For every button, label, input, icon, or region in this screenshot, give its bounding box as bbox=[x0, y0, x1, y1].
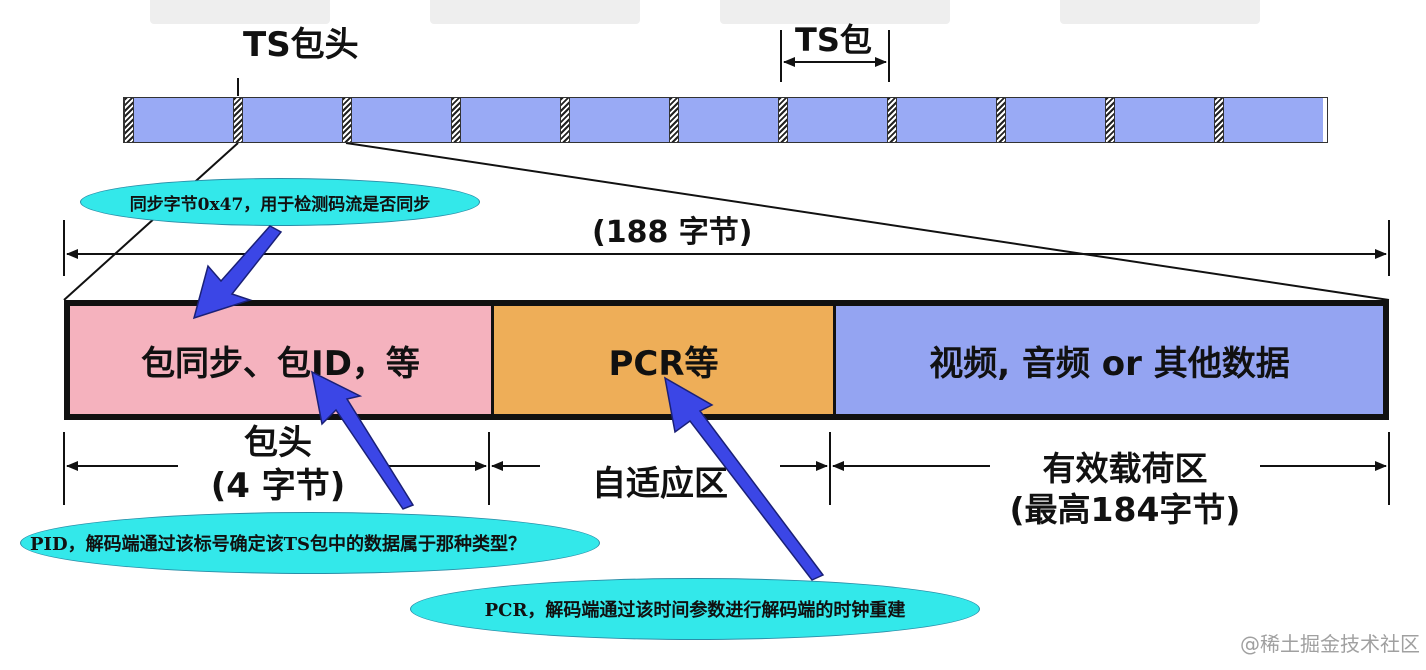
ts-header-label: TS包头 bbox=[243, 25, 359, 65]
sync-byte-block bbox=[996, 98, 1006, 142]
sync-byte-block bbox=[669, 98, 679, 142]
sync-byte-block bbox=[887, 98, 897, 142]
sync-byte-callout-text: 同步字节0x47，用于检测码流是否同步 bbox=[129, 194, 431, 215]
payload-size: (最高184字节) bbox=[990, 489, 1260, 531]
header-bottom-label: 包头 (4 字节) bbox=[178, 422, 378, 507]
header-name: 包头 bbox=[178, 422, 378, 465]
sync-byte-block bbox=[233, 98, 243, 142]
header-size: (4 字节) bbox=[178, 464, 378, 507]
packet-body-block bbox=[570, 98, 669, 142]
pid-callout: PID，解码端通过该标号确定该TS包中的数据属于那种类型？ bbox=[20, 512, 600, 574]
background-tile bbox=[150, 0, 330, 24]
packet-body-block bbox=[1224, 98, 1323, 142]
packet-body-block bbox=[897, 98, 996, 142]
packet-body-block bbox=[461, 98, 560, 142]
adaptation-bottom-label: 自适应区 bbox=[540, 463, 780, 506]
zoom-line-right bbox=[345, 142, 1390, 301]
packet-body-block bbox=[134, 98, 233, 142]
sync-byte-block bbox=[342, 98, 352, 142]
ts-stream-bar bbox=[123, 97, 1328, 143]
adaptation-name: 自适应区 bbox=[540, 463, 780, 506]
packet-body-block bbox=[243, 98, 342, 142]
sync-byte-block bbox=[451, 98, 461, 142]
sync-byte-block bbox=[124, 98, 134, 142]
background-tile bbox=[1060, 0, 1260, 24]
background-tile bbox=[720, 0, 950, 24]
sync-byte-block bbox=[1214, 98, 1224, 142]
sync-byte-block bbox=[560, 98, 570, 142]
pcr-callout-text: PCR，解码端通过该时间参数进行解码端的时钟重建 bbox=[484, 600, 906, 621]
ts-packet-label: TS包 bbox=[795, 21, 872, 59]
payload-bottom-label: 有效载荷区 (最高184字节) bbox=[990, 448, 1260, 531]
watermark: @稀土掘金技术社区 bbox=[1240, 632, 1420, 656]
pid-callout-text: PID，解码端通过该标号确定该TS包中的数据属于那种类型？ bbox=[30, 534, 526, 555]
sync-byte-block bbox=[778, 98, 788, 142]
packet-body-block bbox=[679, 98, 778, 142]
sync-byte-block bbox=[1105, 98, 1115, 142]
pcr-callout: PCR，解码端通过该时间参数进行解码端的时钟重建 bbox=[410, 578, 980, 640]
packet-body-block bbox=[1006, 98, 1105, 142]
adaptation-segment: PCR等 bbox=[494, 306, 836, 414]
total-size-label: (188 字节) bbox=[592, 215, 753, 250]
packet-body-block bbox=[352, 98, 451, 142]
payload-name: 有效载荷区 bbox=[990, 448, 1260, 490]
ts-packet-structure: 包同步、包ID，等 PCR等 视频, 音频 or 其他数据 bbox=[64, 300, 1389, 420]
background-tile bbox=[430, 0, 640, 24]
zoom-line-left bbox=[63, 142, 239, 301]
header-segment: 包同步、包ID，等 bbox=[70, 306, 494, 414]
payload-segment: 视频, 音频 or 其他数据 bbox=[836, 306, 1383, 414]
packet-body-block bbox=[788, 98, 887, 142]
packet-body-block bbox=[1115, 98, 1214, 142]
sync-byte-callout: 同步字节0x47，用于检测码流是否同步 bbox=[80, 178, 480, 226]
